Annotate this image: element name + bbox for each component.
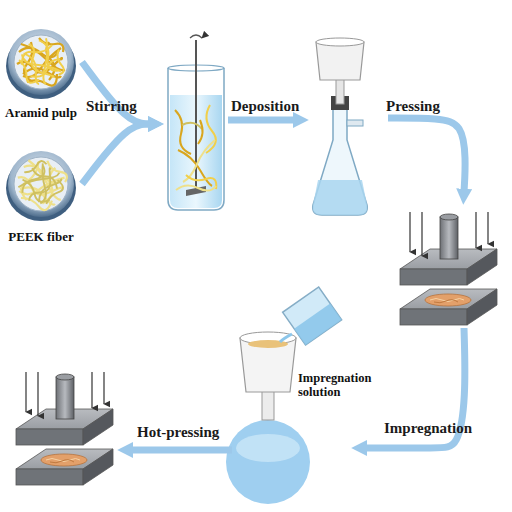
process-arrow xyxy=(388,118,465,192)
node-label: Impregnation solution xyxy=(298,372,380,400)
aramid-fibers xyxy=(17,38,65,86)
aramid-dish xyxy=(6,29,76,99)
step-label: Stirring xyxy=(86,98,137,115)
peek-fibers xyxy=(10,153,71,214)
press xyxy=(398,206,500,328)
step-label: Hot-pressing xyxy=(137,424,219,441)
process-arrow xyxy=(82,124,151,184)
impregnation-funnel: Impregnation solution xyxy=(232,296,380,508)
process-arrow xyxy=(130,447,232,454)
rotation-arrow xyxy=(190,35,202,38)
flask-highlight xyxy=(236,434,300,462)
aramid-fibers xyxy=(12,32,71,91)
aramid-dish: Aramid pulp xyxy=(0,26,82,120)
solution-stream xyxy=(280,334,292,342)
filtration-flask xyxy=(310,38,388,218)
process-arrow xyxy=(228,117,296,124)
beaker xyxy=(168,35,224,210)
flask-body xyxy=(313,108,368,215)
node-label: PEEK fiber xyxy=(0,230,82,244)
beaker xyxy=(165,62,227,212)
funnel-stem xyxy=(262,390,274,420)
receiving-flask xyxy=(226,420,310,504)
step-label: Impregnation xyxy=(384,420,472,437)
buchner-funnel xyxy=(316,42,364,80)
process-arrow xyxy=(82,62,151,124)
flask-liquid xyxy=(313,180,368,215)
dish-rim xyxy=(8,151,74,217)
node-label: Aramid pulp xyxy=(0,106,82,120)
hot-press xyxy=(12,366,116,488)
beaker-fibers xyxy=(175,105,216,191)
funnel-rim xyxy=(316,38,364,46)
side-arm xyxy=(347,120,363,126)
step-label: Pressing xyxy=(386,98,440,115)
funnel-stem xyxy=(336,78,344,104)
filtration-flask xyxy=(313,38,368,215)
press xyxy=(400,212,497,325)
step-label: Deposition xyxy=(231,98,299,115)
hot-press xyxy=(16,372,113,485)
peek-dish xyxy=(6,151,76,221)
dish-rim xyxy=(8,29,74,95)
pouring-cup xyxy=(283,287,342,345)
funnel-cup xyxy=(240,338,296,392)
peek-fibers xyxy=(12,155,69,212)
peek-dish: PEEK fiber xyxy=(0,148,82,244)
